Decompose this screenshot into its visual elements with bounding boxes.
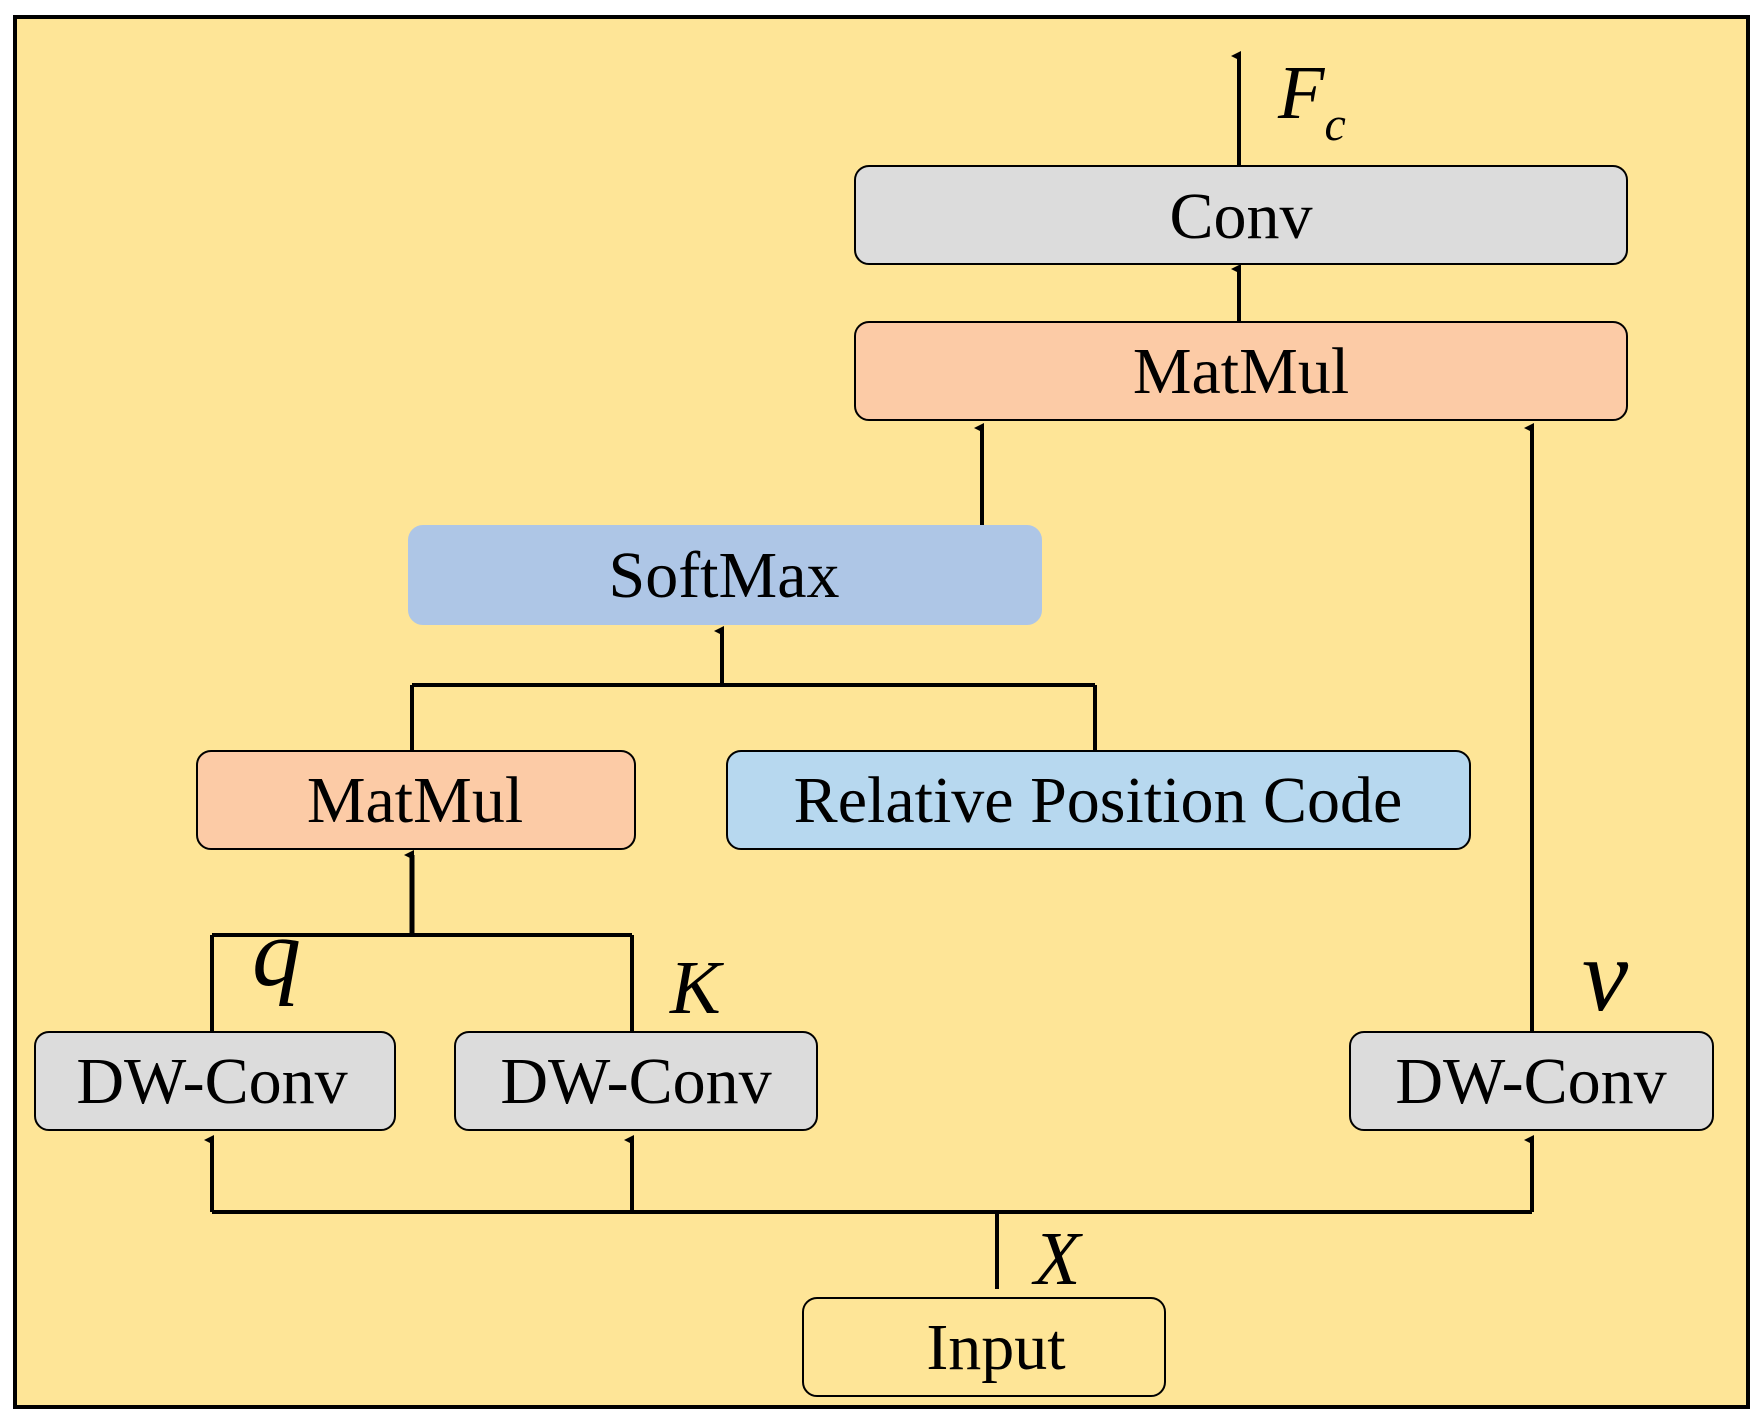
matmul-left-box: MatMul [196,750,636,850]
dwconv-k-label: DW-Conv [500,1045,771,1118]
dwconv-q-label: DW-Conv [76,1045,347,1118]
relative-position-code-rect [726,750,1471,850]
matmul-top-label: MatMul [1133,335,1349,408]
x-label: X [1031,1217,1083,1301]
conv-label: Conv [1169,180,1312,253]
matmul-left-rect [196,750,636,850]
input-label: Input [926,1311,1065,1384]
input-rect [802,1297,1166,1397]
matmul-top-box: MatMul [854,321,1628,421]
input-box: Input [802,1297,1166,1397]
softmax-rect [408,525,1042,625]
output-label: Fc [1277,51,1346,151]
dwconv-v-box: DW-Conv [1349,1031,1714,1131]
matmul-left-label: MatMul [307,764,523,837]
conv-box-rect [854,165,1628,265]
softmax-box: SoftMax [408,525,1042,625]
dwconv-q-rect [34,1031,396,1131]
dwconv-k-rect [454,1031,818,1131]
output-label-subscript: c [1324,98,1345,151]
dwconv-q-box: DW-Conv [34,1031,396,1131]
v-label: v [1582,918,1629,1033]
matmul-top-rect [854,321,1628,421]
k-label: K [669,946,724,1030]
connectors [204,51,1534,1289]
relative-position-code-box: Relative Position Code [726,750,1471,850]
dwconv-v-rect [1349,1031,1714,1131]
dwconv-v-label: DW-Conv [1395,1045,1666,1118]
relative-position-code-label: Relative Position Code [794,764,1403,837]
softmax-label: SoftMax [609,539,840,612]
conv-box: Conv [854,165,1628,265]
output-label-main: F [1277,51,1326,135]
dwconv-k-box: DW-Conv [454,1031,818,1131]
q-label: q [252,899,301,1007]
